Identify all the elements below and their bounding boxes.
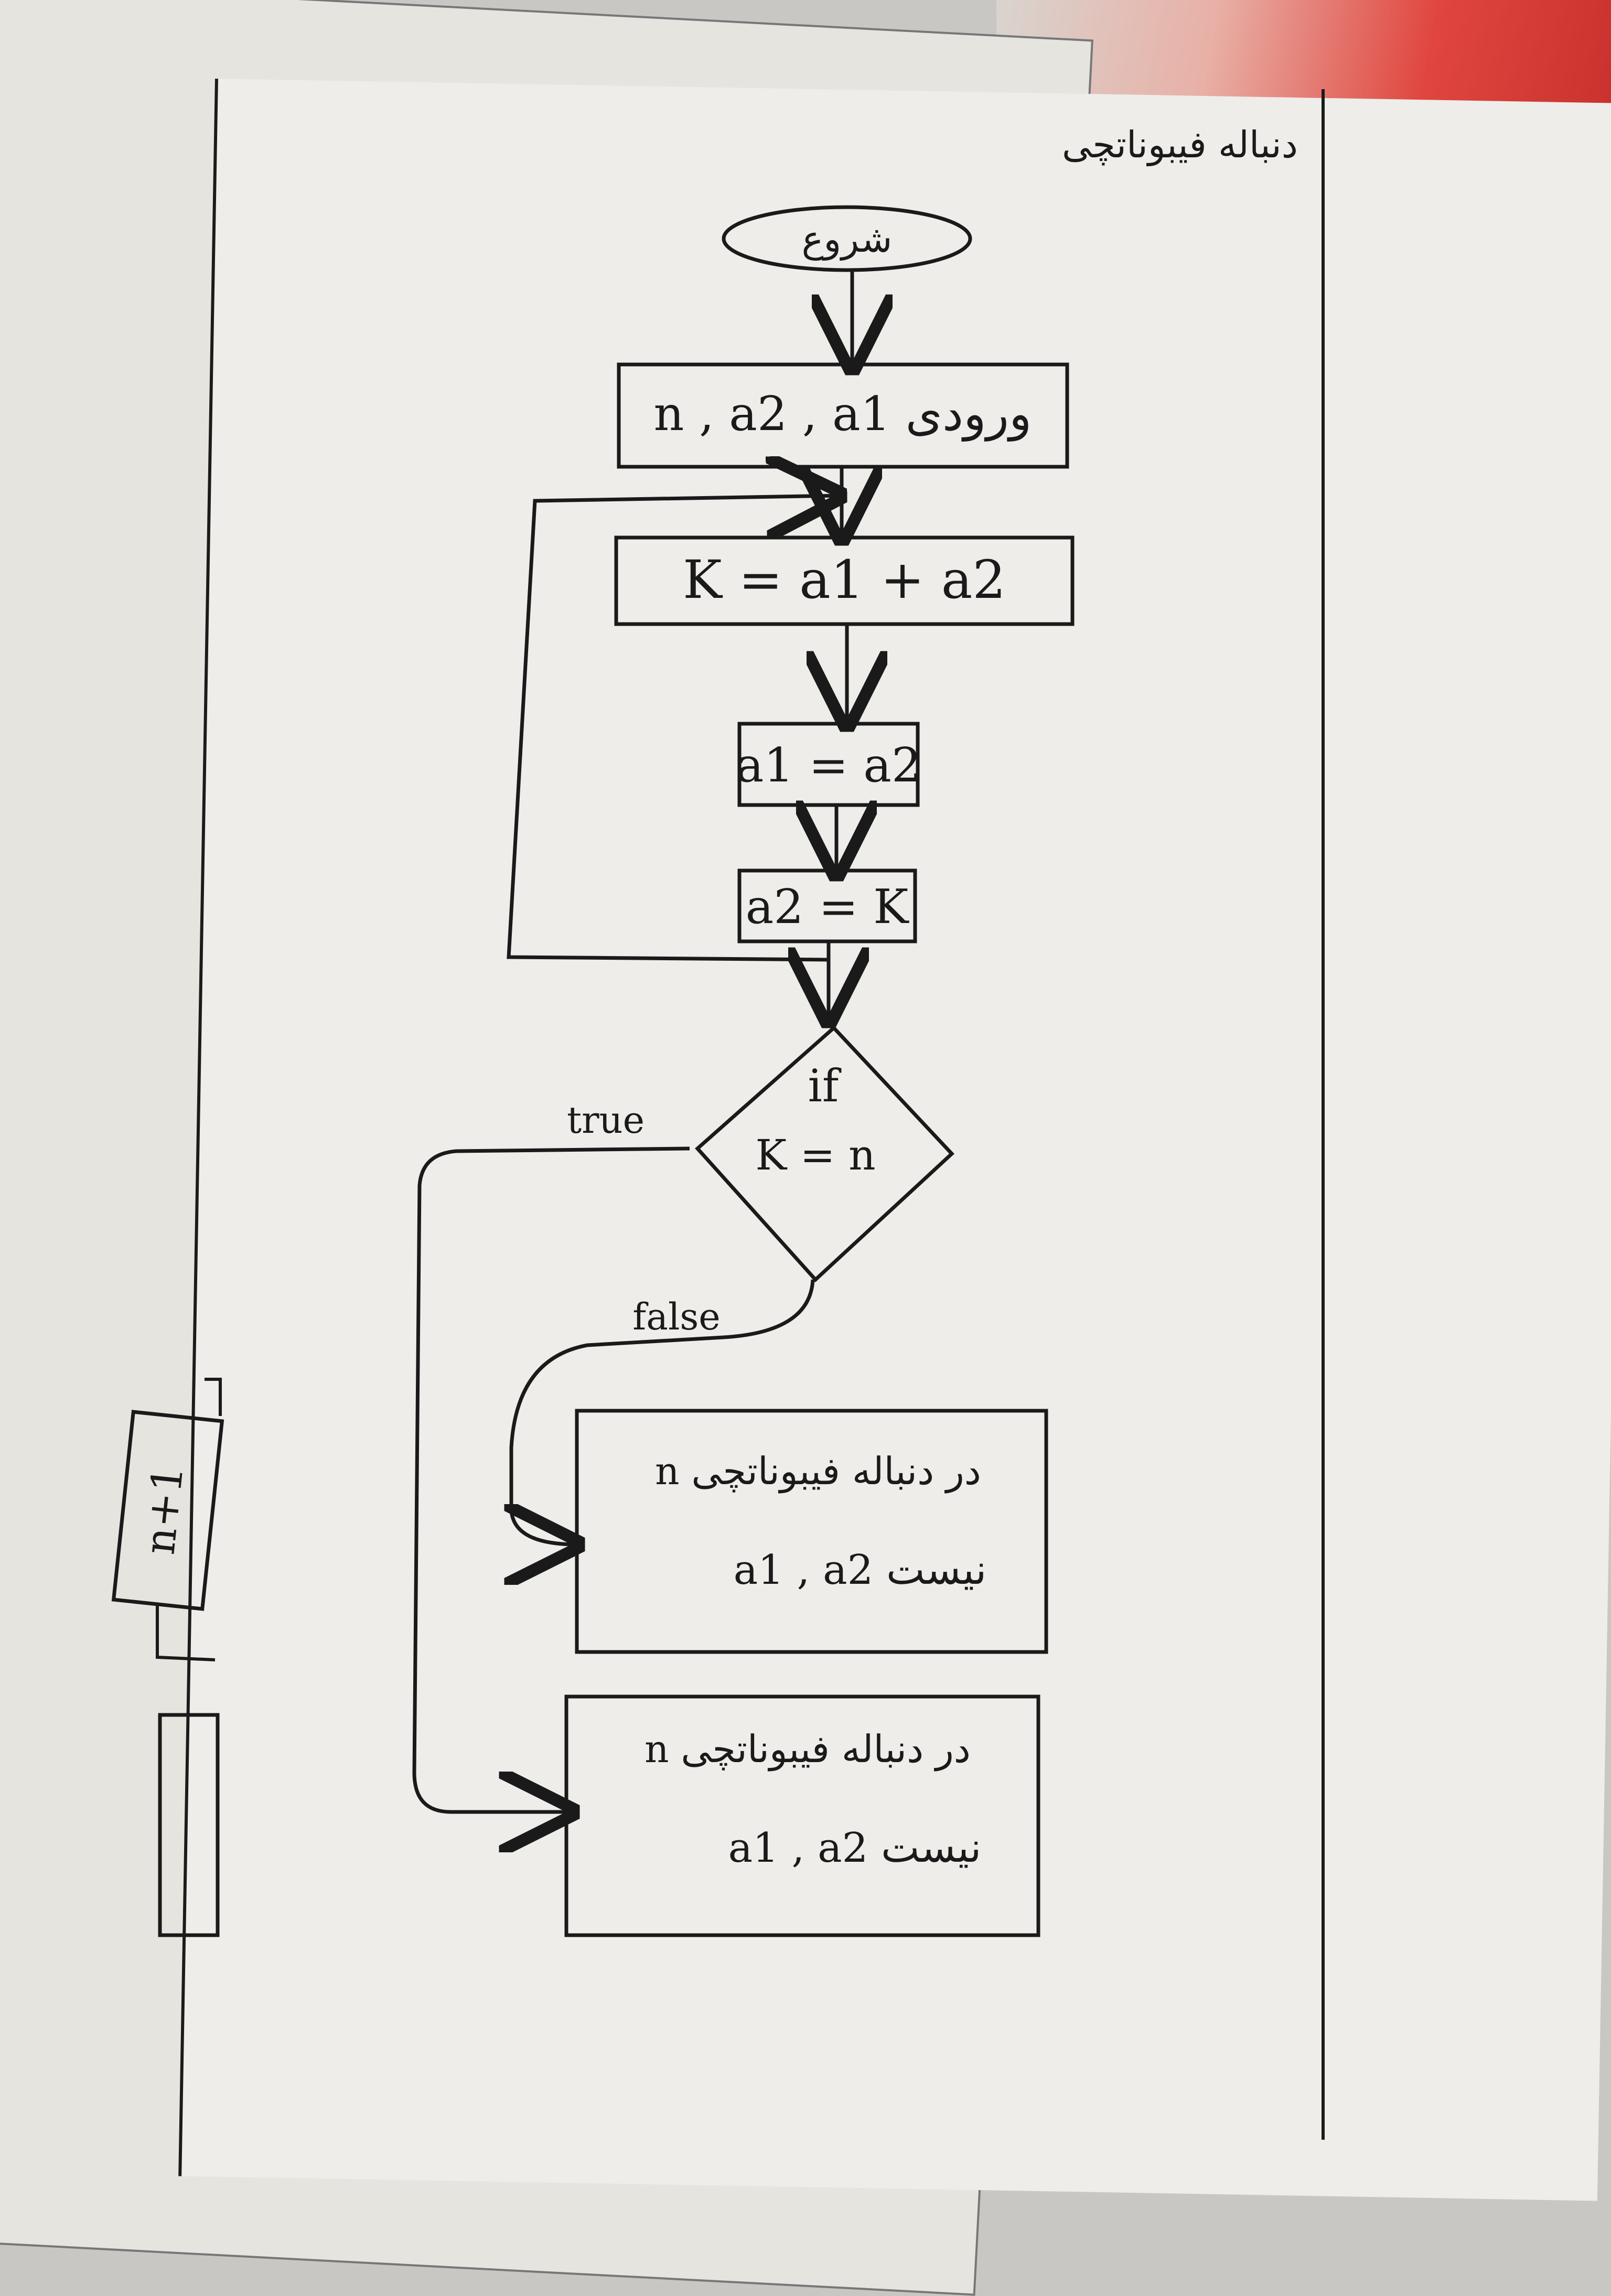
assign-a1-label: a1 = a2 [736,738,921,793]
underlying-sheet-box: n+1 [111,1410,224,1611]
output-true-line2: a1 , a2 نیست [728,1825,982,1872]
start-label: شروع [802,218,893,261]
false-branch-arrow [511,1279,815,1544]
underlying-sheet-line-2 [205,1378,222,1416]
input-label: n , a2 , a1 ورودی [654,387,1032,442]
loop-back-line [507,496,839,962]
output-false-box: n در دنباله فیبوناتچی a1 , a2 نیست [575,1409,1048,1654]
decision-condition-label: K = n [755,1131,875,1179]
flowchart-diagram: دنباله فیبوناتچی شروع n , a2 , a1 ورودی … [111,123,1298,1937]
decision-diamond: if K = n [695,1025,954,1282]
margin-line [1322,89,1325,2140]
true-branch-arrow [412,1146,690,1812]
sum-box: K = a1 + a2 [614,535,1075,626]
output-false-line1: n در دنباله فیبوناتچی [655,1449,981,1494]
underlying-sheet-box-label: n+1 [135,1463,192,1557]
false-branch-label: false [632,1295,720,1338]
decision-if-label: if [808,1060,842,1112]
sum-label: K = a1 + a2 [683,549,1006,610]
output-false-line2: a1 , a2 نیست [734,1547,987,1594]
true-branch-label: true [567,1099,645,1142]
assign-a1-box: a1 = a2 [736,722,921,807]
underlying-sheet-line [156,1605,216,1661]
background-fabric [996,0,1611,105]
underlying-sheet-box-2 [158,1713,220,1937]
output-true-box: n در دنباله فیبوناتچی a1 , a2 نیست [564,1694,1040,1937]
page-title: دنباله فیبوناتچی [1062,123,1298,167]
assign-a2-box: a2 = K [737,868,917,943]
assign-a2-label: a2 = K [746,879,910,935]
input-box: n , a2 , a1 ورودی [617,362,1069,469]
output-true-line1: n در دنباله فیبوناتچی [645,1727,971,1772]
start-node: شروع [722,205,972,272]
